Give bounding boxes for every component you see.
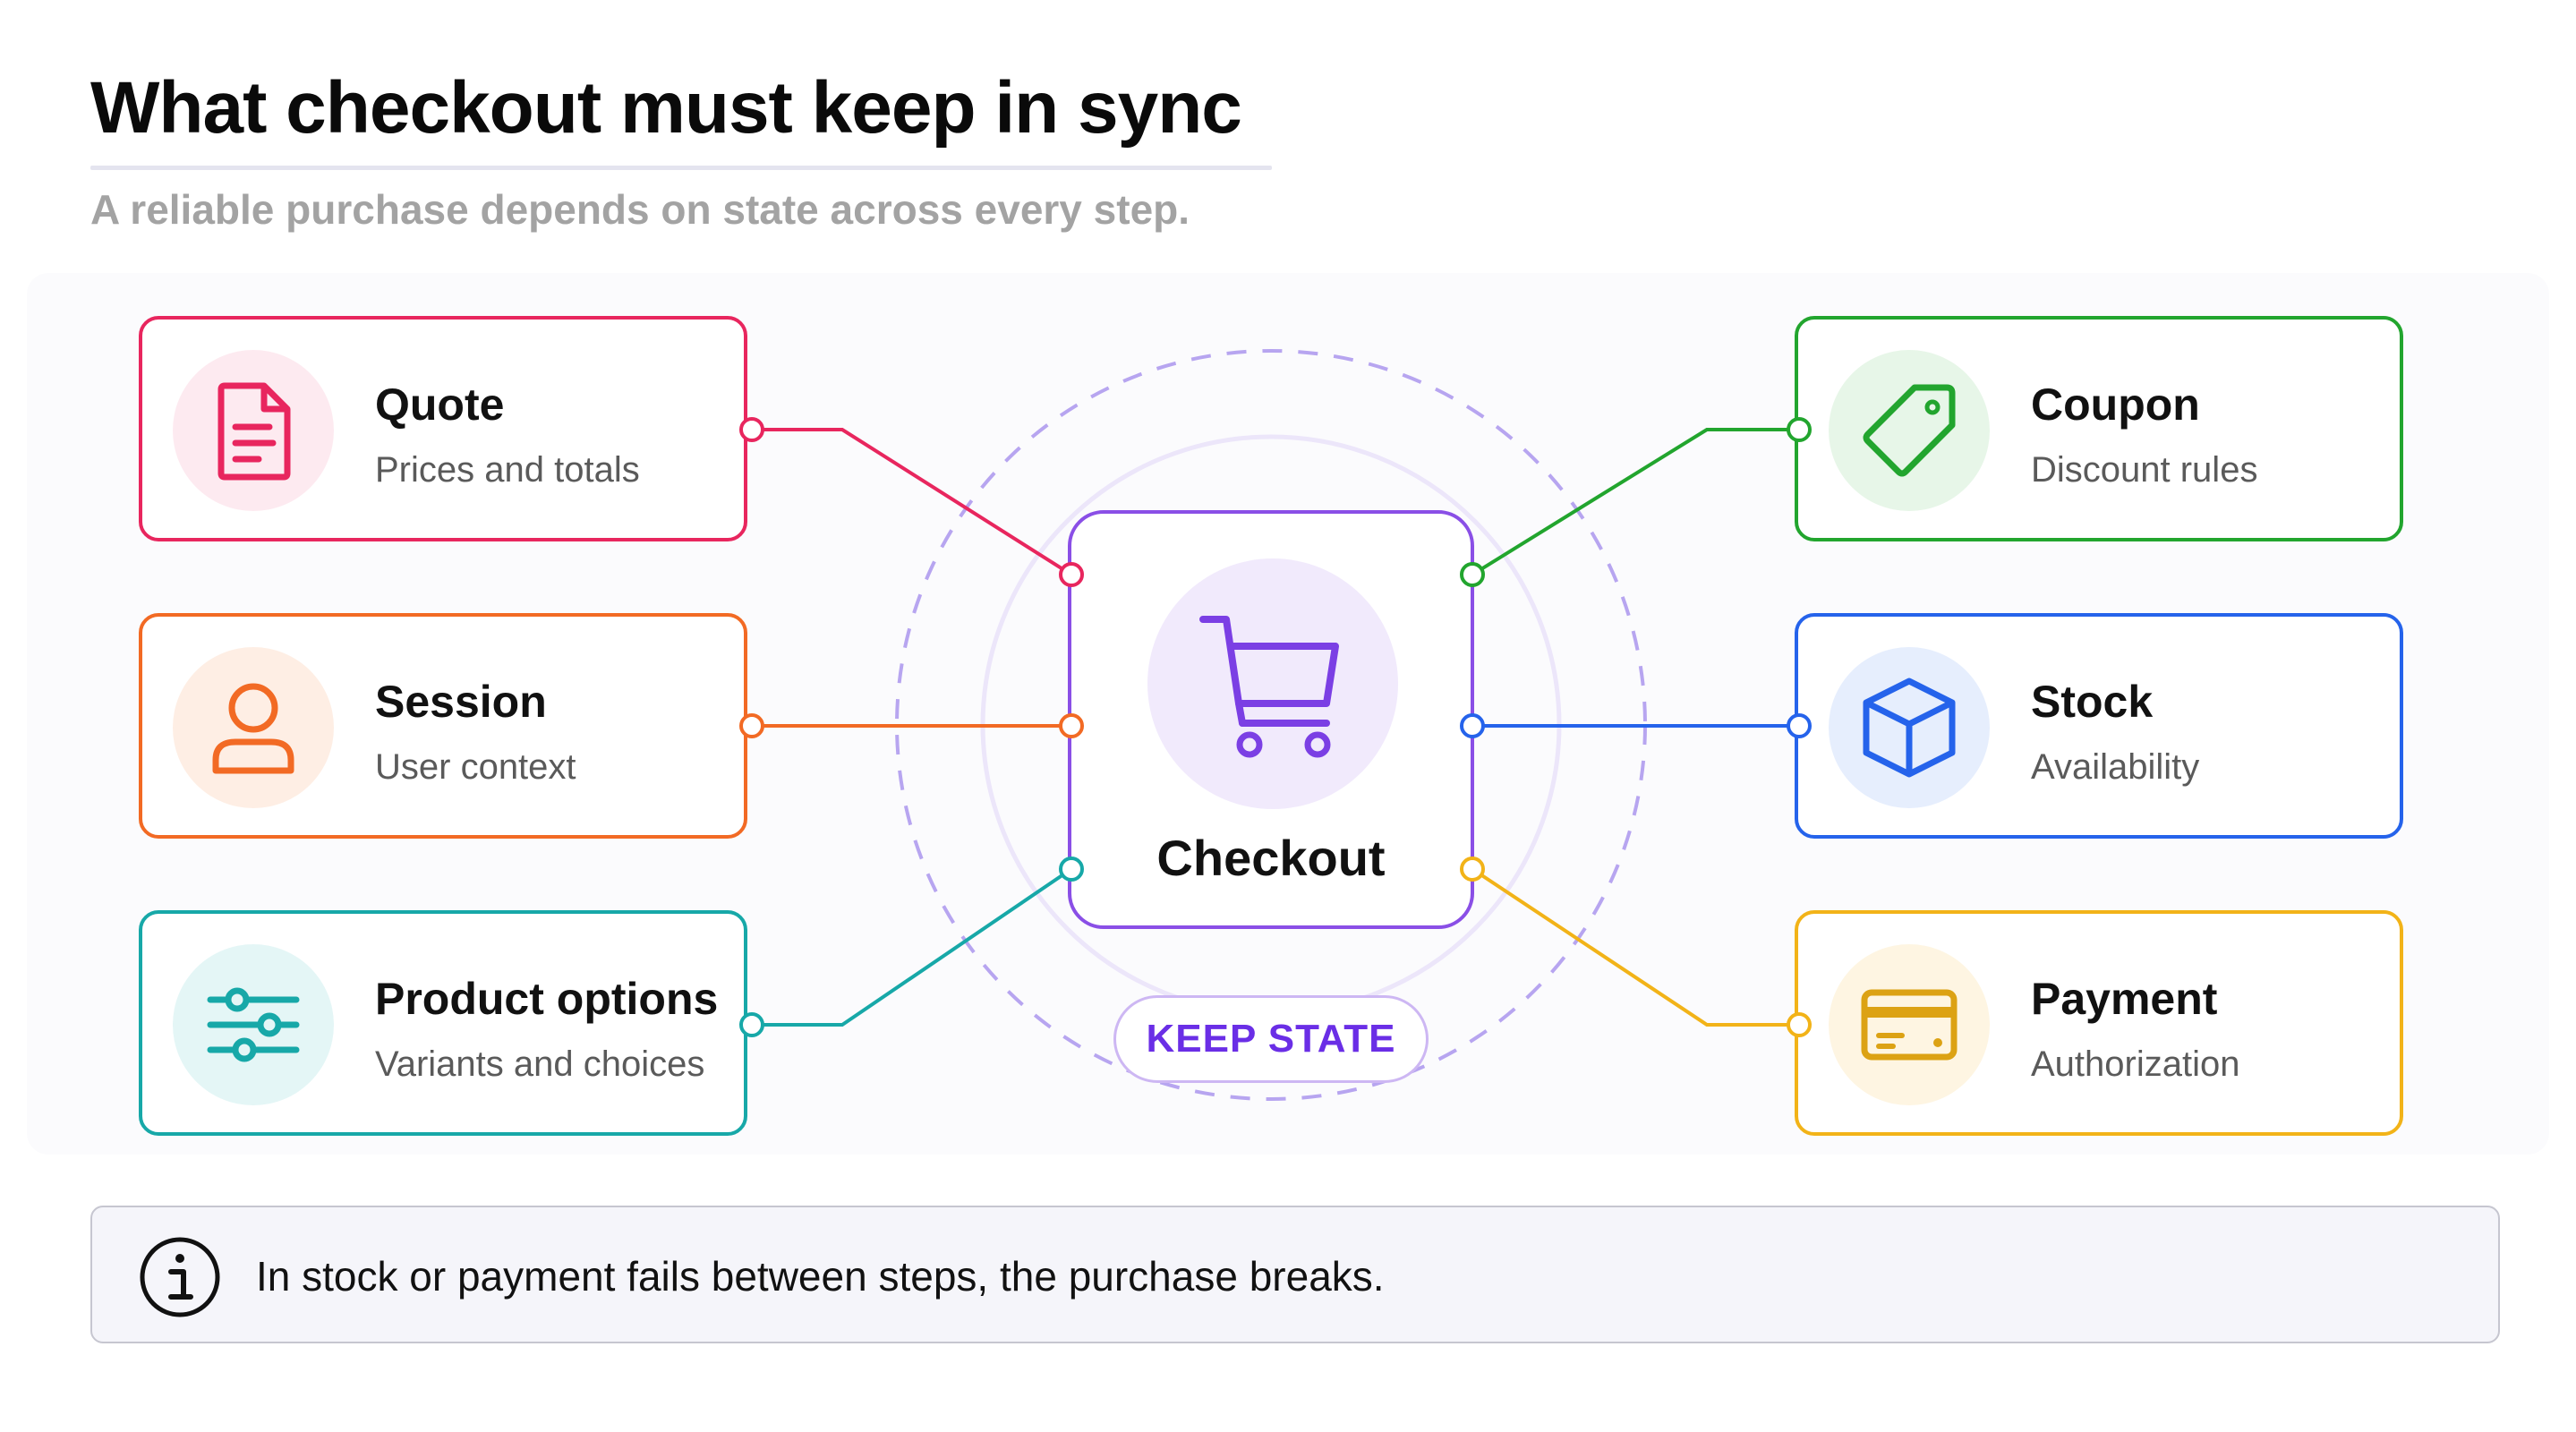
stock-badge xyxy=(1829,647,1990,808)
connector-quote xyxy=(752,428,1073,576)
product-options-subtitle: Variants and choices xyxy=(375,1044,705,1084)
document-icon xyxy=(218,382,291,481)
node-card-quote: Quote Prices and totals xyxy=(139,316,747,541)
payment-badge xyxy=(1829,944,1990,1105)
stock-title: Stock xyxy=(2031,677,2154,727)
info-note-text: In stock or payment fails between steps,… xyxy=(256,1253,1385,1300)
node-card-product-options: Product options Variants and choices xyxy=(139,910,747,1136)
quote-badge xyxy=(173,350,334,511)
checkout-node: Checkout xyxy=(1068,510,1474,929)
node-card-coupon: Coupon Discount rules xyxy=(1795,316,2403,541)
page-title: What checkout must keep in sync xyxy=(90,67,1242,149)
cube-icon xyxy=(1863,678,1956,778)
coupon-title: Coupon xyxy=(2031,379,2200,430)
quote-subtitle: Prices and totals xyxy=(375,450,640,490)
connector-coupon xyxy=(1471,428,1799,576)
product-options-badge xyxy=(173,944,334,1105)
node-card-stock: Stock Availability xyxy=(1795,613,2403,839)
connector-product-options xyxy=(752,867,1073,1027)
stock-subtitle: Availability xyxy=(2031,747,2200,787)
session-subtitle: User context xyxy=(375,747,576,787)
tag-icon xyxy=(1863,384,1956,477)
credit-card-icon xyxy=(1861,989,1958,1061)
quote-title: Quote xyxy=(375,379,505,430)
node-card-session: Session User context xyxy=(139,613,747,839)
title-underline xyxy=(90,166,1272,170)
payment-title: Payment xyxy=(2031,974,2218,1024)
sliders-icon xyxy=(207,987,300,1062)
shopping-cart-icon xyxy=(1199,616,1339,758)
node-card-payment: Payment Authorization xyxy=(1795,910,2403,1136)
product-options-title: Product options xyxy=(375,974,719,1024)
user-icon xyxy=(212,683,294,774)
checkout-badge xyxy=(1147,558,1398,809)
info-icon xyxy=(140,1237,220,1317)
coupon-subtitle: Discount rules xyxy=(2031,450,2258,490)
session-title: Session xyxy=(375,677,547,727)
checkout-label: Checkout xyxy=(1156,830,1386,886)
payment-subtitle: Authorization xyxy=(2031,1044,2240,1084)
keep-state-pill: KEEP STATE xyxy=(1113,995,1429,1083)
session-badge xyxy=(173,647,334,808)
coupon-badge xyxy=(1829,350,1990,511)
page-subtitle: A reliable purchase depends on state acr… xyxy=(90,186,1190,233)
info-note: In stock or payment fails between steps,… xyxy=(90,1206,2500,1343)
connector-payment xyxy=(1471,867,1799,1027)
